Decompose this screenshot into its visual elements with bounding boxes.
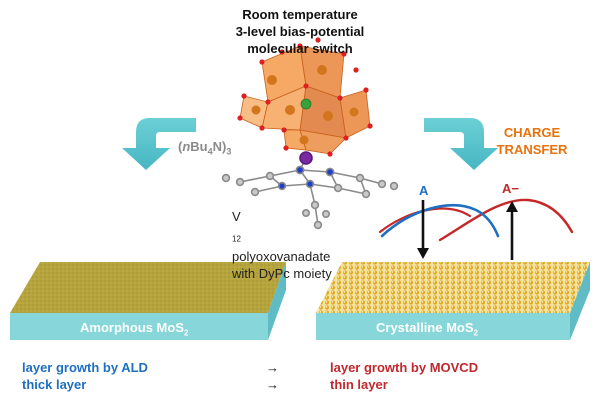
movcd-growth-text: layer growth by MOVCD thin layer <box>330 360 479 392</box>
reduction-arrows <box>417 200 518 260</box>
state-curves <box>378 198 574 242</box>
crystalline-mos2-slab <box>316 262 590 340</box>
title-line-3: molecular switch <box>247 41 353 56</box>
ald-growth-text: layer growth by ALD thick layer <box>22 360 148 392</box>
amorphous-mos2-label: Amorphous MoS2 <box>80 320 189 338</box>
crystalline-mos2-label: Crystalline MoS2 <box>376 320 478 338</box>
amorphous-mos2-slab <box>10 262 286 340</box>
title-line-1: Room temperature <box>242 7 358 22</box>
right-curved-arrow <box>424 118 498 170</box>
polyoxovanadate-cage <box>237 37 373 157</box>
charge-transfer-label: CHARGE TRANSFER <box>496 125 568 157</box>
counter-ion-label: (nBu4N)3 <box>178 139 232 157</box>
left-curved-arrow <box>122 118 196 170</box>
figure-title: Room temperature 3-level bias-potential … <box>200 6 400 57</box>
state-a-minus-label: A− <box>502 181 519 196</box>
title-line-2: 3-level bias-potential <box>235 24 365 39</box>
state-a-label: A <box>419 183 429 198</box>
dypc-molecule <box>221 151 399 230</box>
comparison-arrows: → → <box>266 360 279 392</box>
